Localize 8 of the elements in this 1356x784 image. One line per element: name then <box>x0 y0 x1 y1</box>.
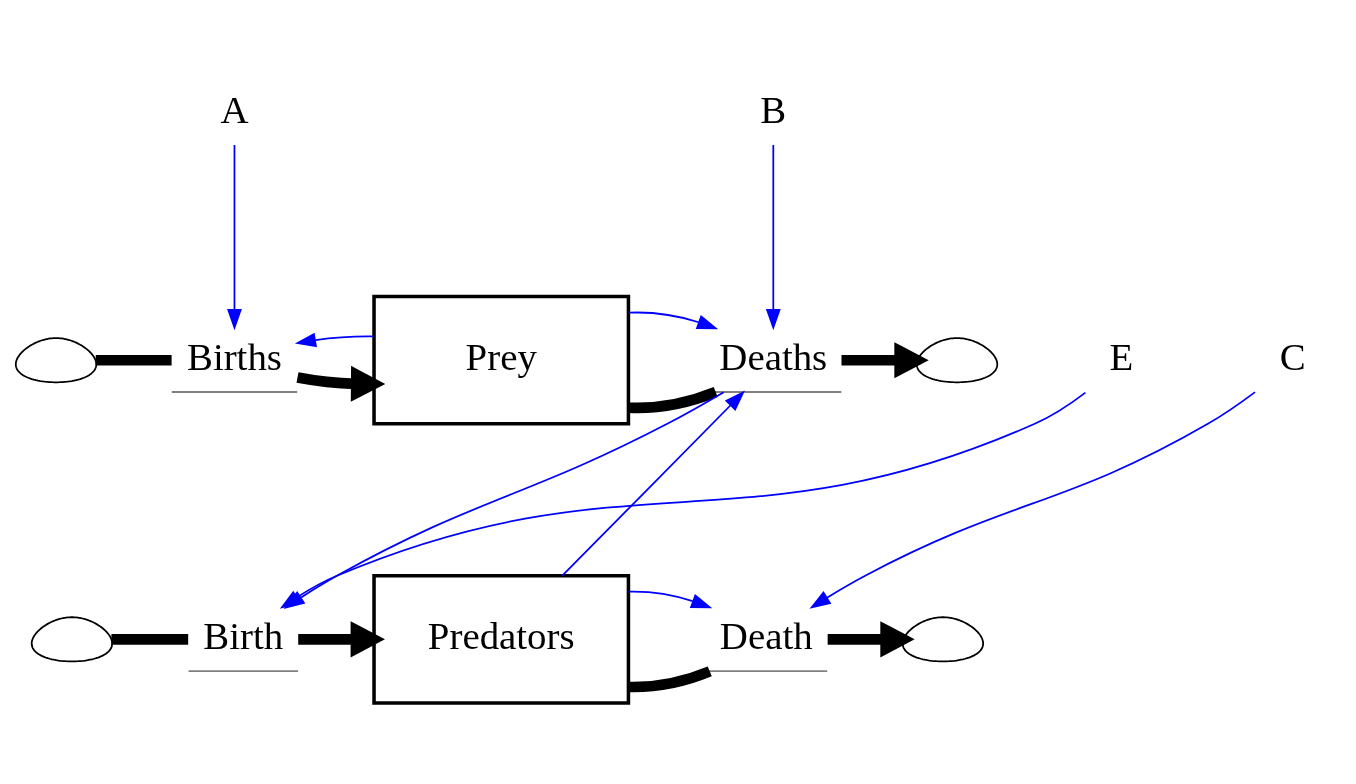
node-text: A <box>220 87 249 131</box>
node-text: C <box>1279 335 1306 379</box>
node-text: Births <box>186 335 282 379</box>
node-text: Deaths <box>719 335 828 379</box>
node-text: Death <box>719 614 813 658</box>
node-text: B <box>760 87 787 131</box>
node-text: E <box>1109 335 1134 379</box>
node-text: Birth <box>203 614 284 658</box>
